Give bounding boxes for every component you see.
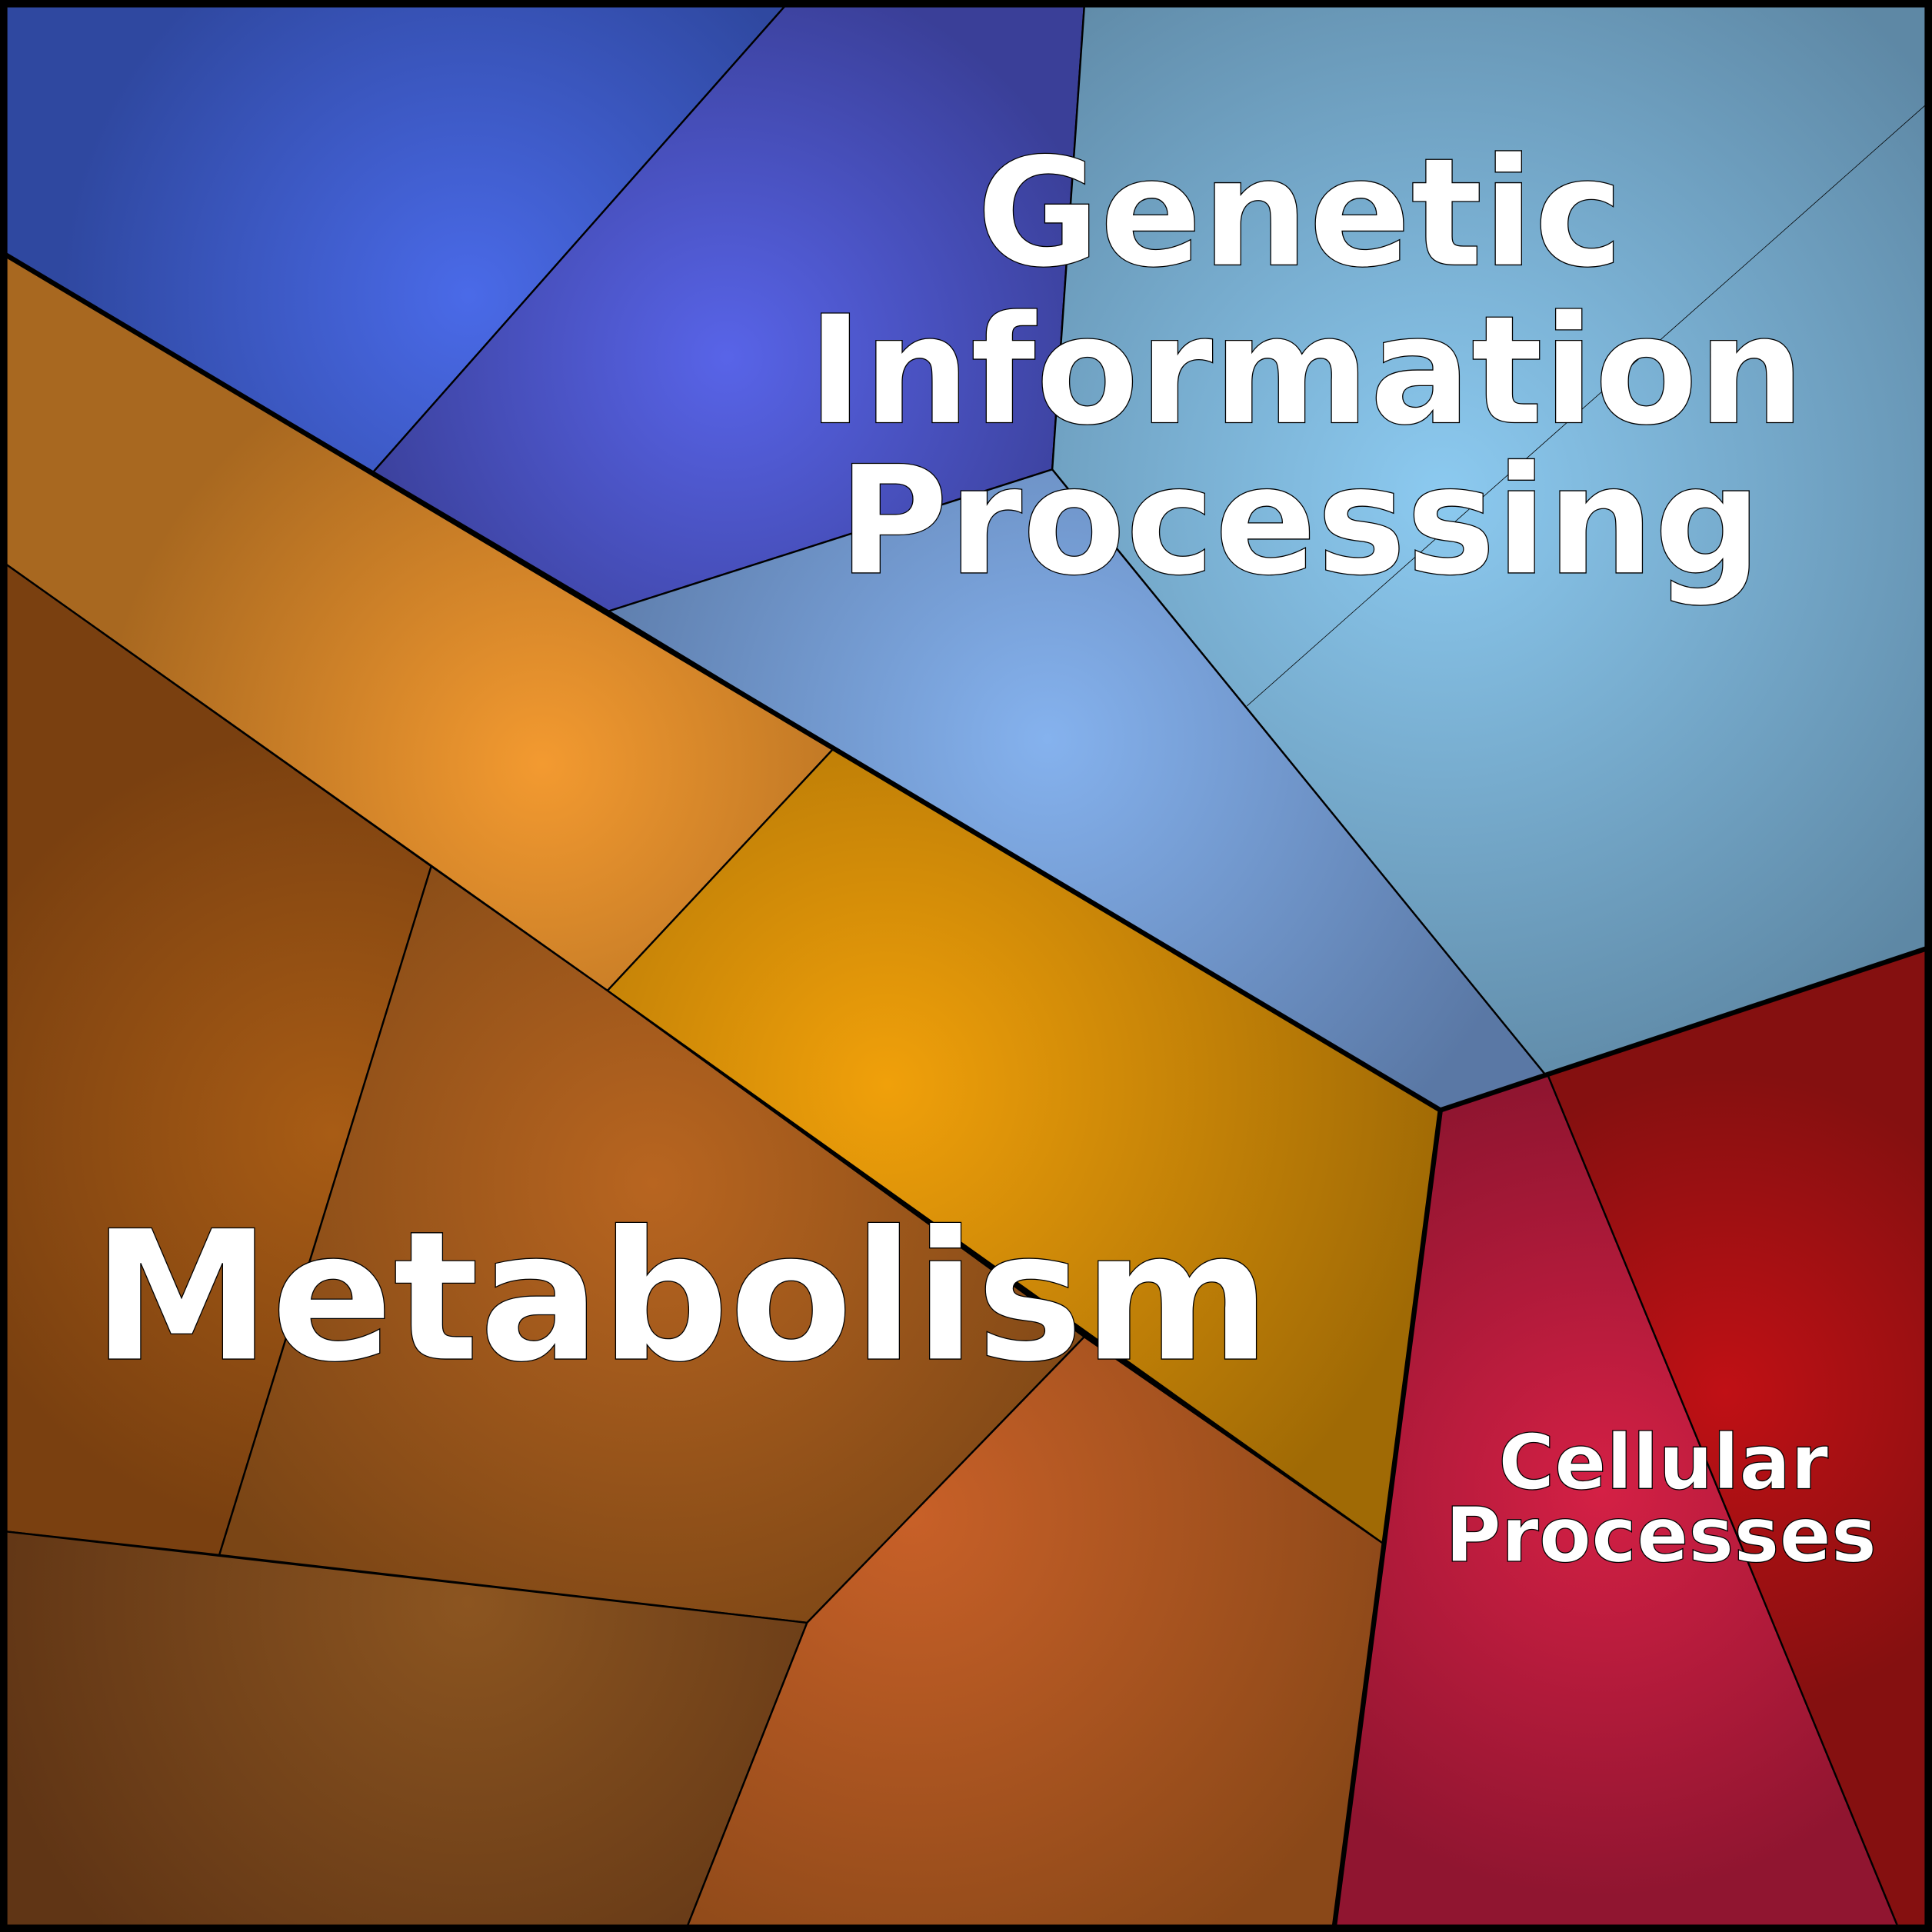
label-line: Cellular [1498,1418,1828,1507]
label-line: Processing [838,435,1762,609]
label-line: Information [808,285,1805,459]
label-genetic-information-processing: Genetic Information Processing [807,126,1805,610]
label-cellular-processes: Cellular Processes [1444,1418,1877,1581]
label-line: Genetic [977,126,1624,301]
label-line: Processes [1445,1491,1877,1580]
label-metabolism: Metabolism [92,1193,1271,1402]
subcell-divider [1246,104,1927,707]
group-border-cellular [1439,946,1927,1113]
